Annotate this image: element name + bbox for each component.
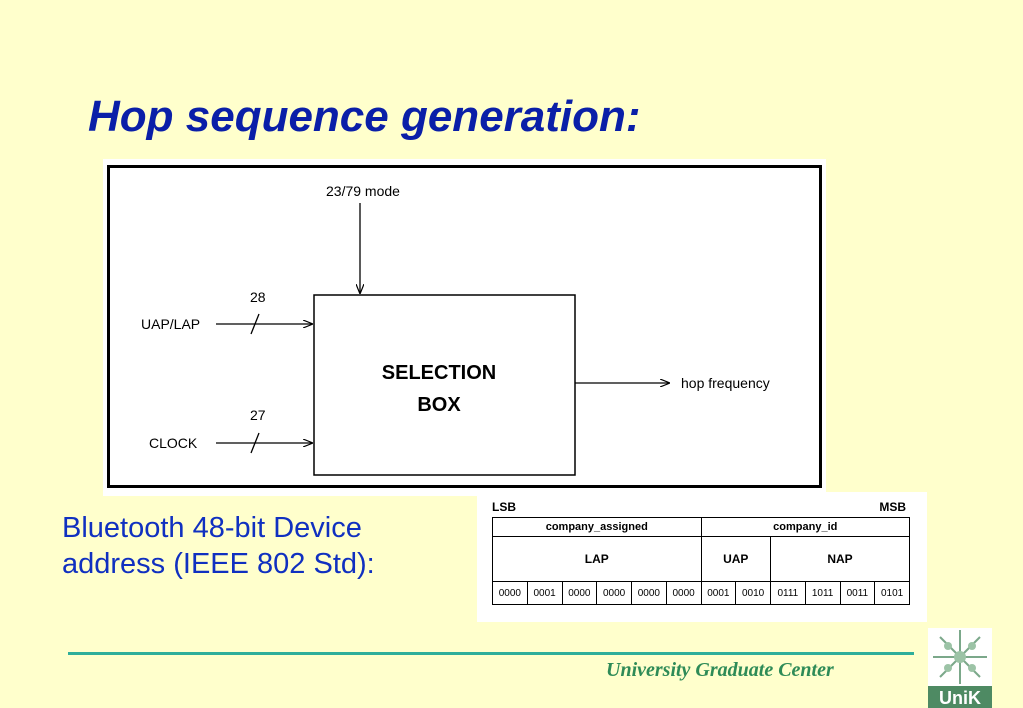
- footer-divider: [68, 652, 914, 655]
- output-label: hop frequency: [681, 375, 770, 391]
- address-caption-line2: address (IEEE 802 Std):: [62, 548, 375, 580]
- uaplap-label: UAP/LAP: [141, 316, 200, 332]
- diagram-frame: [107, 165, 822, 488]
- bit-nibble: 0000: [631, 581, 667, 605]
- address-layout-panel: LSB MSB company_assigned company_id LAP …: [477, 492, 927, 622]
- bit-nibble: 0001: [700, 581, 737, 605]
- selection-box: [313, 294, 576, 476]
- clock-bit-count: 27: [250, 407, 266, 423]
- hop-selection-diagram: 23/79 mode SELECTION BOX UAP/LAP 28 CLOC…: [103, 159, 826, 496]
- clock-label: CLOCK: [149, 435, 198, 451]
- bit-nibble: 0111: [770, 581, 806, 605]
- table-row: 0000 0001 0000 0000 0000 0000 0001 0010 …: [492, 581, 910, 605]
- uaplap-bus-slash: [250, 313, 260, 335]
- bit-nibble: 0011: [839, 581, 876, 605]
- bit-nibble: 0000: [665, 581, 702, 605]
- footer-organization: University Graduate Center: [606, 659, 834, 681]
- table-row: LAP UAP NAP: [492, 536, 910, 582]
- part-nap: NAP: [770, 536, 910, 582]
- table-row: company_assigned company_id: [492, 517, 910, 537]
- lsb-label: LSB: [492, 500, 516, 514]
- address-caption: Bluetooth 48-bit Device address (IEEE 80…: [62, 510, 375, 582]
- unik-logo: UniK: [928, 628, 992, 708]
- msb-label: MSB: [879, 500, 906, 514]
- clock-bus-slash: [250, 432, 260, 454]
- address-caption-line1: Bluetooth 48-bit Device: [62, 512, 362, 544]
- group-company-id: company_id: [700, 517, 910, 537]
- group-company-assigned: company_assigned: [492, 517, 702, 537]
- bit-nibble: 1011: [804, 581, 841, 605]
- address-bit-table: company_assigned company_id LAP UAP NAP …: [492, 517, 910, 605]
- bit-nibble: 0101: [874, 581, 910, 605]
- mode-label: 23/79 mode: [326, 183, 400, 199]
- slide-title: Hop sequence generation:: [88, 92, 641, 141]
- selection-box-label-line2: BOX: [417, 394, 461, 416]
- bit-nibble: 0000: [561, 581, 598, 605]
- bit-nibble: 0000: [492, 581, 528, 605]
- uaplap-bit-count: 28: [250, 289, 266, 305]
- part-uap: UAP: [700, 536, 771, 582]
- selection-box-label-line1: SELECTION: [382, 362, 496, 384]
- bit-nibble: 0000: [596, 581, 632, 605]
- bit-nibble: 0001: [526, 581, 563, 605]
- bit-nibble: 0010: [735, 581, 771, 605]
- logo-text: UniK: [939, 688, 981, 708]
- diagram-canvas: 23/79 mode SELECTION BOX UAP/LAP 28 CLOC…: [141, 183, 770, 476]
- part-lap: LAP: [492, 536, 702, 582]
